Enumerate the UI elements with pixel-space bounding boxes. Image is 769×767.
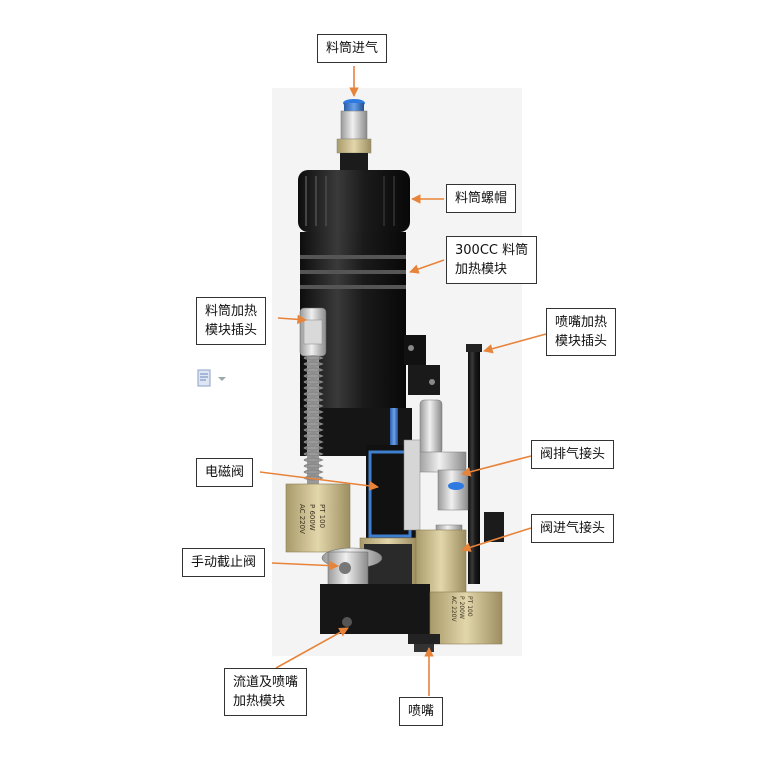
heater-plate-line: AC 220V	[298, 504, 306, 534]
spring-turn	[303, 427, 324, 433]
spring-turn	[303, 475, 324, 481]
label-nozzle-heater-plug: 喷嘴加热 模块插头	[546, 308, 617, 356]
heater-plate-line: P 200W	[458, 596, 465, 619]
label-solenoid-valve: 电磁阀	[196, 458, 254, 487]
label-text: 料筒螺帽	[455, 191, 508, 206]
solenoid-valve	[366, 408, 421, 539]
label-nozzle: 喷嘴	[399, 697, 444, 726]
spring-turn	[303, 433, 324, 439]
spring-turn	[303, 445, 324, 451]
arrow-channel	[275, 627, 349, 669]
label-text: 电磁阀	[205, 465, 245, 480]
arrow-valve-inlet	[461, 527, 532, 552]
spring-turn	[303, 355, 324, 361]
side-bracket	[408, 365, 440, 395]
spring-turn	[303, 463, 324, 469]
spring-turn	[303, 409, 324, 415]
heater-plate-line: P 600W	[308, 504, 316, 531]
label-valve-exhaust: 阀排气接头	[531, 440, 615, 469]
flow-channel-heater-block: AC 220V P 200W PT 100	[320, 584, 503, 645]
barrel-inlet-fitting	[336, 99, 372, 170]
label-text: 流道及喷嘴	[233, 675, 299, 690]
spring-turn	[303, 385, 324, 391]
label-barrel-heater-plug: 料筒加热 模块插头	[196, 297, 267, 345]
label-manual-shutoff: 手动截止阀	[182, 548, 266, 577]
label-text: 加热模块	[455, 262, 508, 277]
arrow-exhaust	[461, 455, 532, 477]
arrow-nozzle-plug	[483, 333, 547, 354]
spring-turn	[303, 373, 324, 379]
nozzle	[408, 634, 440, 652]
heater-plate-line: AC 220V	[450, 596, 457, 623]
spring-turn	[303, 469, 324, 475]
label-text: 模块插头	[555, 334, 608, 349]
label-text: 加热模块	[233, 694, 286, 709]
spring-turn	[303, 421, 324, 427]
spring-turn	[303, 397, 324, 403]
spring-coil	[303, 355, 324, 481]
label-flow-channel-heater: 流道及喷嘴 加热模块	[224, 668, 308, 716]
spring-turn	[303, 379, 324, 385]
spring-turn	[303, 415, 324, 421]
spring-turn	[303, 367, 324, 373]
spring-turn	[303, 361, 324, 367]
arrow-barrel	[409, 259, 445, 274]
label-text: 料筒进气	[326, 41, 379, 56]
barrel-cap	[298, 170, 410, 232]
document-icon	[197, 369, 226, 387]
label-text: 300CC 料筒	[455, 243, 529, 258]
spring-turn	[303, 439, 324, 445]
leader-arrows	[259, 66, 547, 696]
spring-turn	[303, 457, 324, 463]
label-valve-inlet: 阀进气接头	[531, 514, 615, 543]
label-text: 阀进气接头	[540, 521, 606, 536]
label-barrel-cap: 料筒螺帽	[446, 184, 517, 213]
label-text: 料筒加热	[205, 304, 258, 319]
arrow-manual-valve	[271, 560, 339, 571]
spring-turn	[303, 451, 324, 457]
heater-plate-line: PT 100	[318, 504, 326, 528]
label-text: 阀排气接头	[540, 447, 606, 462]
label-text: 喷嘴	[408, 704, 435, 719]
spring-turn	[303, 391, 324, 397]
label-text: 模块插头	[205, 323, 258, 338]
arrow-barrel-plug	[277, 314, 307, 325]
label-text: 喷嘴加热	[555, 315, 608, 330]
nozzle-heater-cable	[466, 344, 504, 584]
spring-turn	[303, 403, 324, 409]
label-barrel-inlet: 料筒进气	[317, 34, 388, 63]
valve-exhaust-fitting	[417, 399, 469, 511]
heater-plate-line: PT 100	[466, 596, 473, 617]
barrel-heater-block: AC 220V P 600W PT 100	[285, 483, 351, 553]
label-text: 手动截止阀	[191, 555, 257, 570]
arrow-solenoid	[259, 471, 379, 491]
label-barrel-heating-module: 300CC 料筒 加热模块	[446, 236, 538, 284]
